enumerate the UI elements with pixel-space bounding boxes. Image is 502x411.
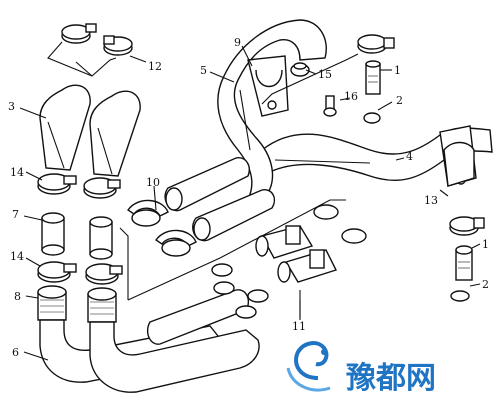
valve-11-upper	[255, 225, 314, 259]
clamp-10-upper	[127, 199, 169, 227]
callout-16: 16	[344, 90, 358, 103]
clamp-12-left	[61, 23, 97, 44]
sleeve-8-right	[87, 287, 117, 323]
clamp-group-11	[211, 204, 367, 319]
callout-1-lower: 1	[482, 238, 489, 251]
clamp-14-lower-left	[37, 261, 77, 283]
cap-15	[290, 62, 310, 77]
callout-5: 5	[200, 64, 207, 77]
swirl-icon	[286, 341, 331, 392]
callout-1-upper: 1	[394, 64, 401, 77]
nipple-1-lower	[455, 245, 473, 281]
hose-6-right	[89, 321, 260, 393]
clamp-10-lower	[155, 229, 197, 257]
hose-stub-upper	[164, 157, 250, 212]
callout-7: 7	[12, 208, 19, 221]
clamp-14-lower-right	[85, 263, 123, 285]
callouts: 12 3 14 7 14 8 6 5 9 10 15 16 1 2 4 13 1…	[8, 36, 489, 359]
callout-10: 10	[146, 176, 160, 189]
valve-11-lower	[277, 249, 337, 283]
watermark-text: 豫都网	[346, 361, 436, 396]
hose-4	[261, 127, 493, 182]
bracket-9	[247, 55, 289, 117]
callout-6: 6	[12, 346, 19, 359]
washer-2-lower	[450, 290, 470, 302]
callout-12: 12	[148, 60, 162, 73]
clamp-14-upper-right	[83, 177, 121, 199]
callout-8: 8	[14, 290, 21, 303]
coupling-7-right	[89, 216, 113, 260]
callout-14-upper: 14	[10, 166, 24, 179]
hose-3-left	[39, 84, 91, 171]
callout-15: 15	[318, 68, 332, 81]
sleeve-8-left	[37, 285, 67, 321]
hose-3-right	[89, 90, 141, 177]
callout-14-lower: 14	[10, 250, 24, 263]
hose-5	[217, 19, 327, 213]
bolt-16	[323, 95, 337, 117]
hose-stub-lower	[192, 189, 276, 242]
clamp-top-right	[357, 34, 395, 54]
callout-2-lower: 2	[482, 278, 489, 291]
clamp-12-right	[103, 35, 133, 56]
callout-11: 11	[292, 320, 306, 333]
callout-9: 9	[234, 36, 241, 49]
nipple-1-upper	[365, 60, 381, 95]
watermark-logo: 豫都网	[286, 341, 436, 396]
clamp-lower-right	[449, 216, 485, 236]
washer-2-upper	[363, 112, 381, 124]
callout-2-upper: 2	[396, 94, 403, 107]
coupling-7-left	[41, 212, 65, 256]
callout-3: 3	[8, 100, 15, 113]
leader-lines	[19, 45, 481, 361]
bracket-13-lower	[443, 141, 475, 187]
clamp-14-upper-left	[37, 173, 77, 195]
callout-13: 13	[424, 194, 438, 207]
callout-4: 4	[406, 150, 413, 163]
